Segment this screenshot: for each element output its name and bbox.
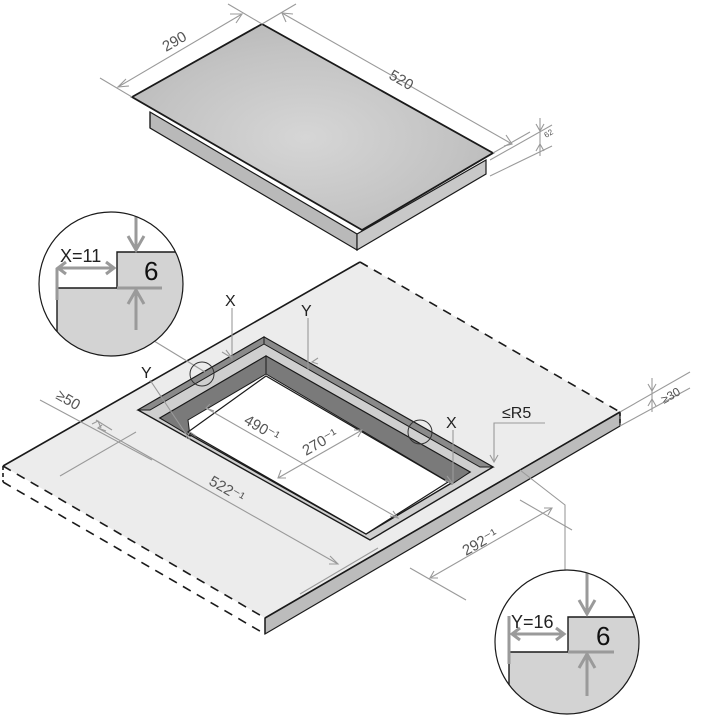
detail-callout-x: X=11 6: [38, 211, 184, 357]
marker-x-label-left: X: [225, 293, 236, 310]
hob-base-side: [356, 158, 487, 252]
detail-callout-y: Y=16 6: [494, 569, 640, 715]
outer-width-label: 292⁻¹: [460, 526, 501, 560]
detail-y-depth-label: 6: [596, 621, 610, 651]
marker-y-label-left: Y: [141, 365, 152, 382]
detail-marker-y: [407, 419, 433, 445]
cutout-step-wall-right: [263, 336, 495, 468]
detail-x-depth-label: 6: [144, 256, 158, 286]
hob-depth-label: 290: [160, 28, 190, 55]
marker-y-label-back: Y: [301, 303, 312, 320]
hob: [130, 22, 495, 252]
hob-dimensions: [99, 3, 553, 177]
detail-x-step-label: X=11: [60, 246, 101, 266]
marker-x-label-right: X: [446, 415, 457, 432]
detail-marker-x: [189, 361, 215, 387]
corner-radius-label: ≤R5: [502, 405, 531, 422]
detail-y-step-label: Y=16: [511, 612, 554, 632]
hob-width-label: 520: [386, 67, 416, 94]
